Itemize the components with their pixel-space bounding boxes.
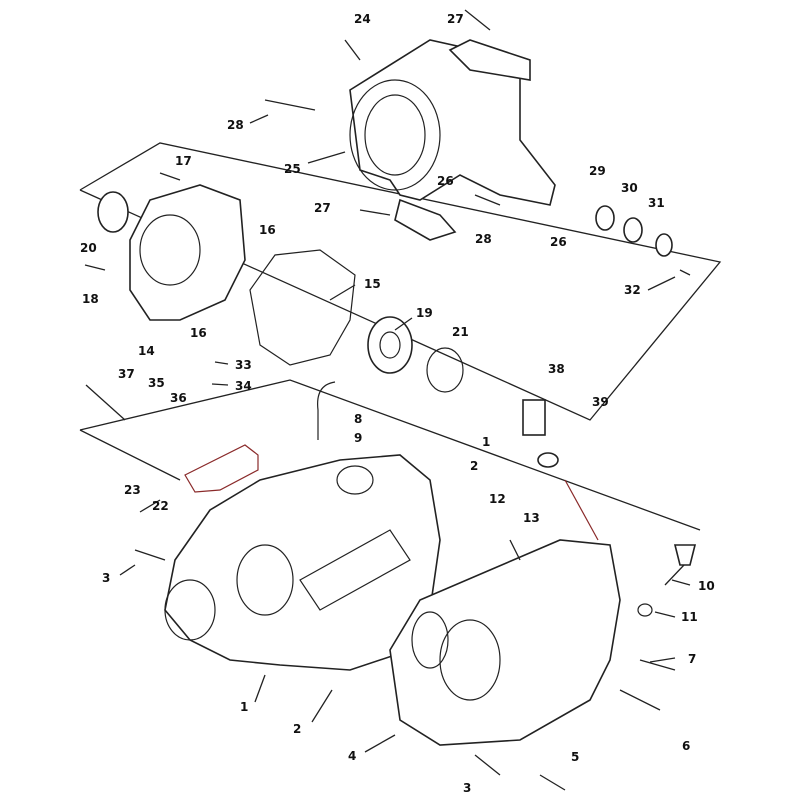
callout: 18: [82, 292, 99, 306]
plug-38: [522, 399, 546, 436]
callout: 8: [354, 412, 362, 426]
callout: 2: [293, 722, 301, 736]
bearing-29: [595, 205, 615, 231]
callout: 17: [175, 154, 192, 168]
bearing: [367, 316, 413, 374]
circlip: [426, 347, 464, 393]
gasket: [249, 249, 356, 366]
callout: 25: [284, 162, 301, 176]
callout: 29: [589, 164, 606, 178]
crankcase-cover: [97, 184, 246, 321]
callout: 26: [437, 174, 454, 188]
callout: 1: [482, 435, 490, 449]
callout: 30: [621, 181, 638, 195]
callout: 19: [416, 306, 433, 320]
oil-strainer: [184, 444, 259, 493]
callout: 10: [698, 579, 715, 593]
callout: 6: [682, 739, 690, 753]
callout-labels: 24 27 28 25 26 29 30 31 27 28 26 32 17 2…: [80, 12, 715, 795]
callout: 4: [348, 749, 356, 763]
callout: 12: [489, 492, 506, 506]
oil-filler-10: [673, 544, 697, 566]
callout: 3: [463, 781, 471, 795]
callout: 11: [681, 610, 698, 624]
callout: 5: [571, 750, 579, 764]
callout: 24: [354, 12, 371, 26]
crankcase-right: [389, 539, 621, 746]
o-ring-11: [637, 603, 653, 617]
callout: 9: [354, 431, 362, 445]
callout: 27: [314, 201, 331, 215]
callout: 21: [452, 325, 469, 339]
callout: 26: [550, 235, 567, 249]
callout: 28: [227, 118, 244, 132]
callout: 14: [138, 344, 155, 358]
callout: 39: [592, 395, 609, 409]
callout: 15: [364, 277, 381, 291]
washer-39: [537, 452, 559, 468]
callout: 37: [118, 367, 135, 381]
callout: 16: [190, 326, 207, 340]
callout: 35: [148, 376, 165, 390]
callout: 22: [152, 499, 169, 513]
callout: 1: [240, 700, 248, 714]
callout: 33: [235, 358, 252, 372]
washer-31: [655, 233, 673, 257]
callout: 38: [548, 362, 565, 376]
leader-lines: [119, 114, 691, 753]
hose: [317, 381, 336, 440]
callout: 31: [648, 196, 665, 210]
callout: 16: [259, 223, 276, 237]
bolts: [84, 9, 691, 791]
callout: 28: [475, 232, 492, 246]
seal-30: [623, 217, 643, 243]
callout: 7: [688, 652, 696, 666]
callout: 13: [523, 511, 540, 525]
callout: 3: [102, 571, 110, 585]
callout: 27: [447, 12, 464, 26]
transmission-housing: [349, 39, 556, 241]
callout: 2: [470, 459, 478, 473]
callout: 20: [80, 241, 97, 255]
callout: 36: [170, 391, 187, 405]
group-outline-upper: [79, 142, 722, 531]
callout: 34: [235, 379, 252, 393]
callout: 23: [124, 483, 141, 497]
callout: 32: [624, 283, 641, 297]
